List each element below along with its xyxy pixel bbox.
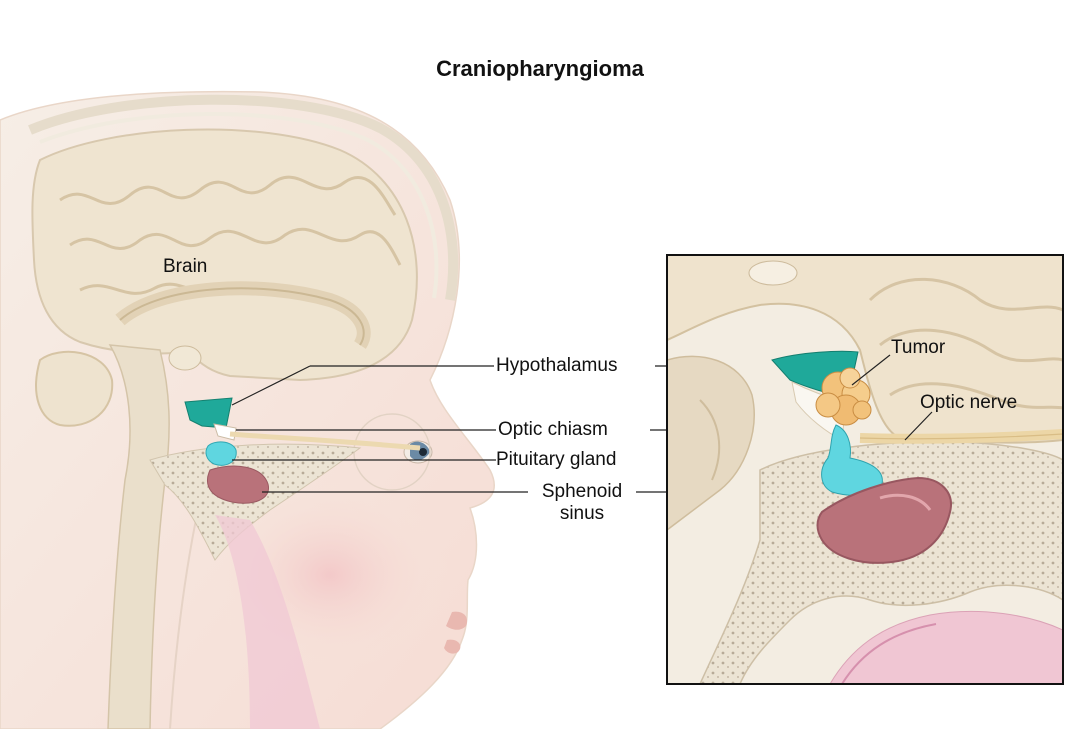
label-sphenoid-sinus: Sphenoid sinus — [528, 481, 636, 525]
label-pituitary-gland: Pituitary gland — [496, 449, 616, 471]
pituitary-region — [206, 442, 236, 465]
label-optic-nerve: Optic nerve — [920, 392, 1017, 414]
diagram-title: Craniopharyngioma — [0, 56, 1080, 82]
label-tumor: Tumor — [891, 337, 945, 359]
label-hypothalamus: Hypothalamus — [496, 355, 617, 377]
label-sphenoid-line1: Sphenoid — [528, 481, 636, 503]
label-sphenoid-line2: sinus — [528, 503, 636, 525]
label-brain: Brain — [163, 256, 207, 278]
label-optic-chiasm: Optic chiasm — [498, 419, 608, 441]
inset-panel — [667, 255, 1063, 684]
